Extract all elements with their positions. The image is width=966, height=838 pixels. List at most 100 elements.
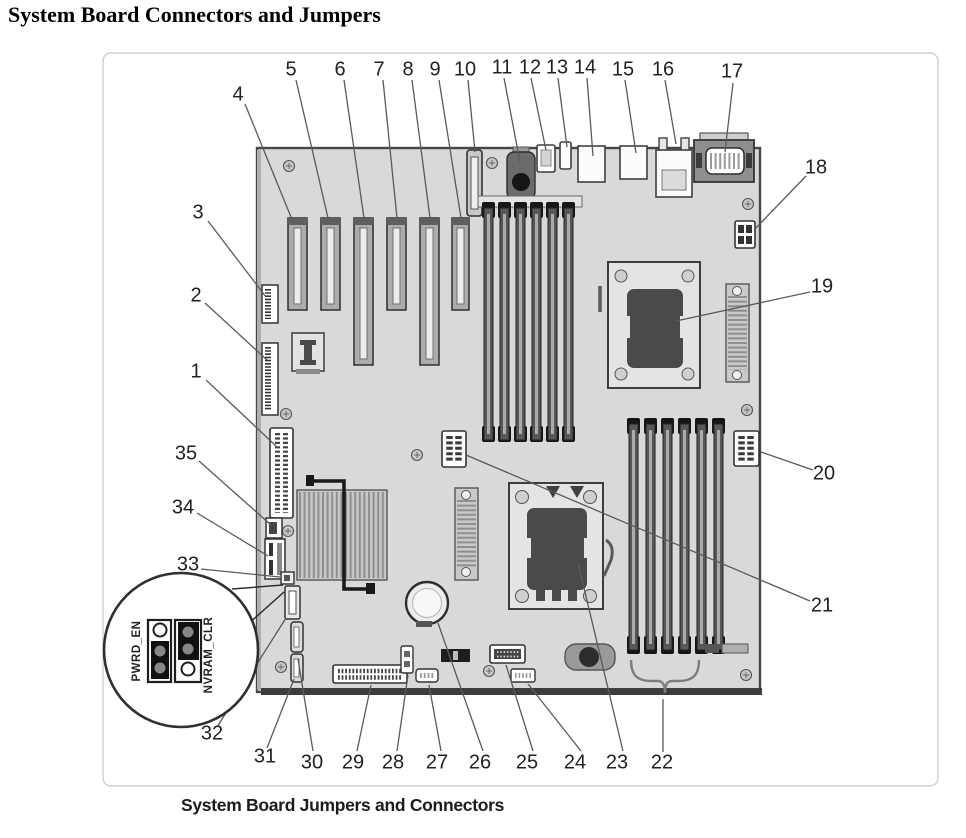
power-connector-21 xyxy=(441,430,467,468)
callout-5: 5 xyxy=(285,58,297,81)
connector-35 xyxy=(265,517,283,539)
screws xyxy=(274,156,755,682)
callout-32: 32 xyxy=(200,722,224,745)
connector-27 xyxy=(415,668,439,683)
rear-io-ports xyxy=(536,132,755,198)
dimm-slot xyxy=(530,202,543,442)
dimm-slot xyxy=(661,418,674,654)
intrusion-connector xyxy=(734,220,756,249)
dimm-slot xyxy=(562,202,575,442)
connector-29-ribbon xyxy=(332,664,408,684)
expansion-slot-8 xyxy=(419,217,440,366)
chipset-heatsink xyxy=(296,475,388,594)
connector-33 xyxy=(280,571,295,585)
power-connector-20 xyxy=(733,430,760,467)
callout-9: 9 xyxy=(429,58,441,81)
pwrd-en-jumper xyxy=(146,618,173,684)
figure-border xyxy=(102,52,939,787)
callout-34: 34 xyxy=(171,496,195,519)
dimm-bank-1 xyxy=(477,195,583,442)
callout-24: 24 xyxy=(563,751,587,774)
dimm-slot xyxy=(514,202,527,442)
callout-19: 19 xyxy=(810,275,834,298)
dimm-slot xyxy=(627,418,640,654)
callout-33: 33 xyxy=(176,553,200,576)
expansion-slot-4 xyxy=(287,217,308,311)
callout-15: 15 xyxy=(611,58,635,81)
connector-25 xyxy=(489,644,526,664)
callout-14: 14 xyxy=(573,56,597,79)
detail-circle: PWRD_EN NVRAM_CLR xyxy=(102,571,285,729)
callout-30: 30 xyxy=(300,751,324,774)
callout-3: 3 xyxy=(192,201,204,224)
vrm-heatsink-cpu1 xyxy=(725,283,750,383)
callout-4: 4 xyxy=(232,83,244,106)
callout-27: 27 xyxy=(425,751,449,774)
dimm-slot xyxy=(498,202,511,442)
dimm-slot xyxy=(482,202,495,442)
dimm-slot xyxy=(712,418,725,654)
expansion-slot-9 xyxy=(451,217,470,311)
callout-29: 29 xyxy=(341,751,365,774)
callout-22: 22 xyxy=(650,751,674,774)
cpu2-socket xyxy=(508,482,614,610)
expansion-slots xyxy=(287,217,470,366)
expansion-slot-7 xyxy=(386,217,407,311)
port-15 xyxy=(619,145,648,180)
dimm-slot xyxy=(678,418,691,654)
vga-port xyxy=(693,132,755,183)
jumper-label-pwrd-en: PWRD_EN xyxy=(131,620,143,681)
callout-16: 16 xyxy=(651,58,675,81)
sata-connector-31 xyxy=(290,621,304,653)
dimm-bank-2 xyxy=(627,418,749,694)
callout-2: 2 xyxy=(190,284,202,307)
cpu1-socket xyxy=(598,261,701,389)
connector-1-power-24pin xyxy=(269,427,294,519)
port-14 xyxy=(577,145,606,183)
expansion-slot-5 xyxy=(320,217,341,311)
chip xyxy=(291,332,325,374)
callout-13: 13 xyxy=(545,56,569,79)
dimm-slot xyxy=(644,418,657,654)
callout-18: 18 xyxy=(804,156,828,179)
callout-1: 1 xyxy=(190,360,202,383)
callout-35: 35 xyxy=(174,442,198,465)
callout-10: 10 xyxy=(453,58,477,81)
callout-17: 17 xyxy=(720,60,744,83)
jumper-label-nvram-clr: NVRAM_CLR xyxy=(203,616,215,693)
callout-11: 11 xyxy=(491,56,513,79)
dimm-slot xyxy=(695,418,708,654)
callout-8: 8 xyxy=(402,58,414,81)
connector-34 xyxy=(264,538,286,580)
jumper-block xyxy=(441,649,470,662)
connector-32 xyxy=(284,585,301,620)
connector-3 xyxy=(261,284,279,324)
page-title: System Board Connectors and Jumpers xyxy=(8,2,381,27)
nvram-clr-jumper xyxy=(173,618,203,684)
dimm-brace xyxy=(629,659,701,694)
callout-23: 23 xyxy=(605,751,629,774)
connector-2 xyxy=(261,342,279,416)
callout-25: 25 xyxy=(515,751,539,774)
small-port-connector xyxy=(559,141,572,170)
expansion-slot-6 xyxy=(353,217,374,366)
release-latch xyxy=(564,643,616,671)
ethernet-port xyxy=(655,137,693,198)
connector-28 xyxy=(400,645,414,674)
callout-20: 20 xyxy=(812,462,836,485)
figure-caption: System Board Jumpers and Connectors xyxy=(181,795,505,815)
left-edge-connectors xyxy=(261,284,304,683)
callout-21: 21 xyxy=(810,594,834,617)
fan-standoff xyxy=(506,146,536,200)
battery xyxy=(404,580,450,627)
callout-26: 26 xyxy=(468,751,492,774)
connector-24 xyxy=(510,668,536,683)
callout-31: 31 xyxy=(253,745,277,768)
callout-7: 7 xyxy=(373,58,385,81)
dimm-slot xyxy=(546,202,559,442)
callout-6: 6 xyxy=(334,58,346,81)
callout-12: 12 xyxy=(518,56,542,79)
callout-28: 28 xyxy=(381,751,405,774)
